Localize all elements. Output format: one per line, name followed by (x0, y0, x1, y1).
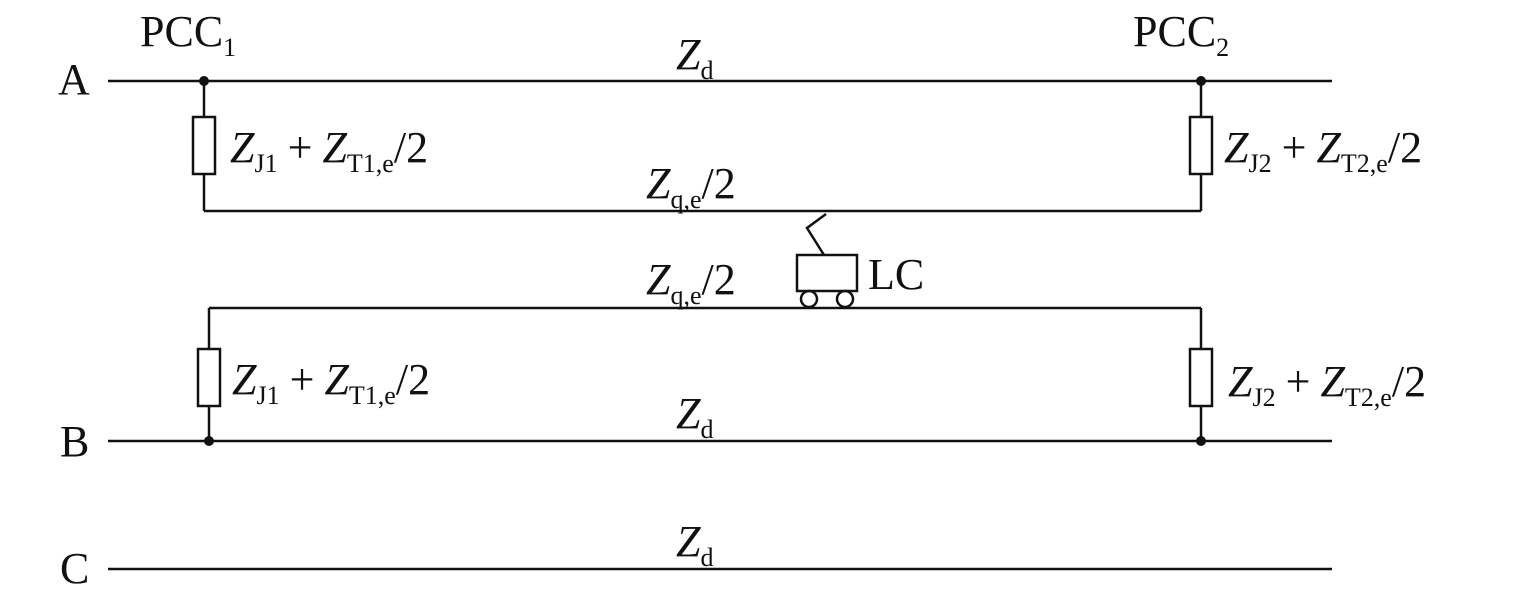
lower-left-impedance-box (196, 347, 222, 408)
locomotive-wheel-right (835, 289, 855, 309)
phase-a-label: A (58, 55, 90, 104)
zj1-label-lower: ZJ1+ZT1,e/2 (232, 355, 431, 410)
upper-left-impedance-box (191, 115, 217, 176)
pcc1-node-b (204, 436, 214, 446)
pcc1-node-a (199, 76, 209, 86)
pcc2-node-a (1196, 76, 1206, 86)
zq-half-label-upper: Zq,e/2 (646, 159, 736, 214)
phase-b-label: B (60, 417, 90, 466)
zj2-label-upper: ZJ2+ZT2,e/2 (1224, 123, 1423, 178)
pcc2-label: PCC2 (1133, 7, 1230, 62)
zj2-label-lower: ZJ2+ZT2,e/2 (1228, 357, 1427, 412)
lower-right-impedance-box (1188, 347, 1214, 408)
zd-label-c: Zd (676, 517, 714, 572)
phase-c-label: C (60, 544, 90, 593)
zq-half-label-lower: Zq,e/2 (646, 255, 736, 310)
pantograph (805, 212, 827, 256)
zd-label-a: Zd (676, 30, 714, 85)
upper-right-impedance-box (1188, 115, 1214, 176)
zj1-label-upper: ZJ1+ZT1,e/2 (230, 123, 429, 178)
locomotive-wheel-left (799, 289, 819, 309)
pcc1-label: PCC1 (140, 7, 237, 62)
locomotive-label: LC (868, 250, 925, 299)
pcc2-node-b (1196, 436, 1206, 446)
zd-label-b: Zd (676, 389, 714, 444)
locomotive-body (795, 253, 859, 293)
